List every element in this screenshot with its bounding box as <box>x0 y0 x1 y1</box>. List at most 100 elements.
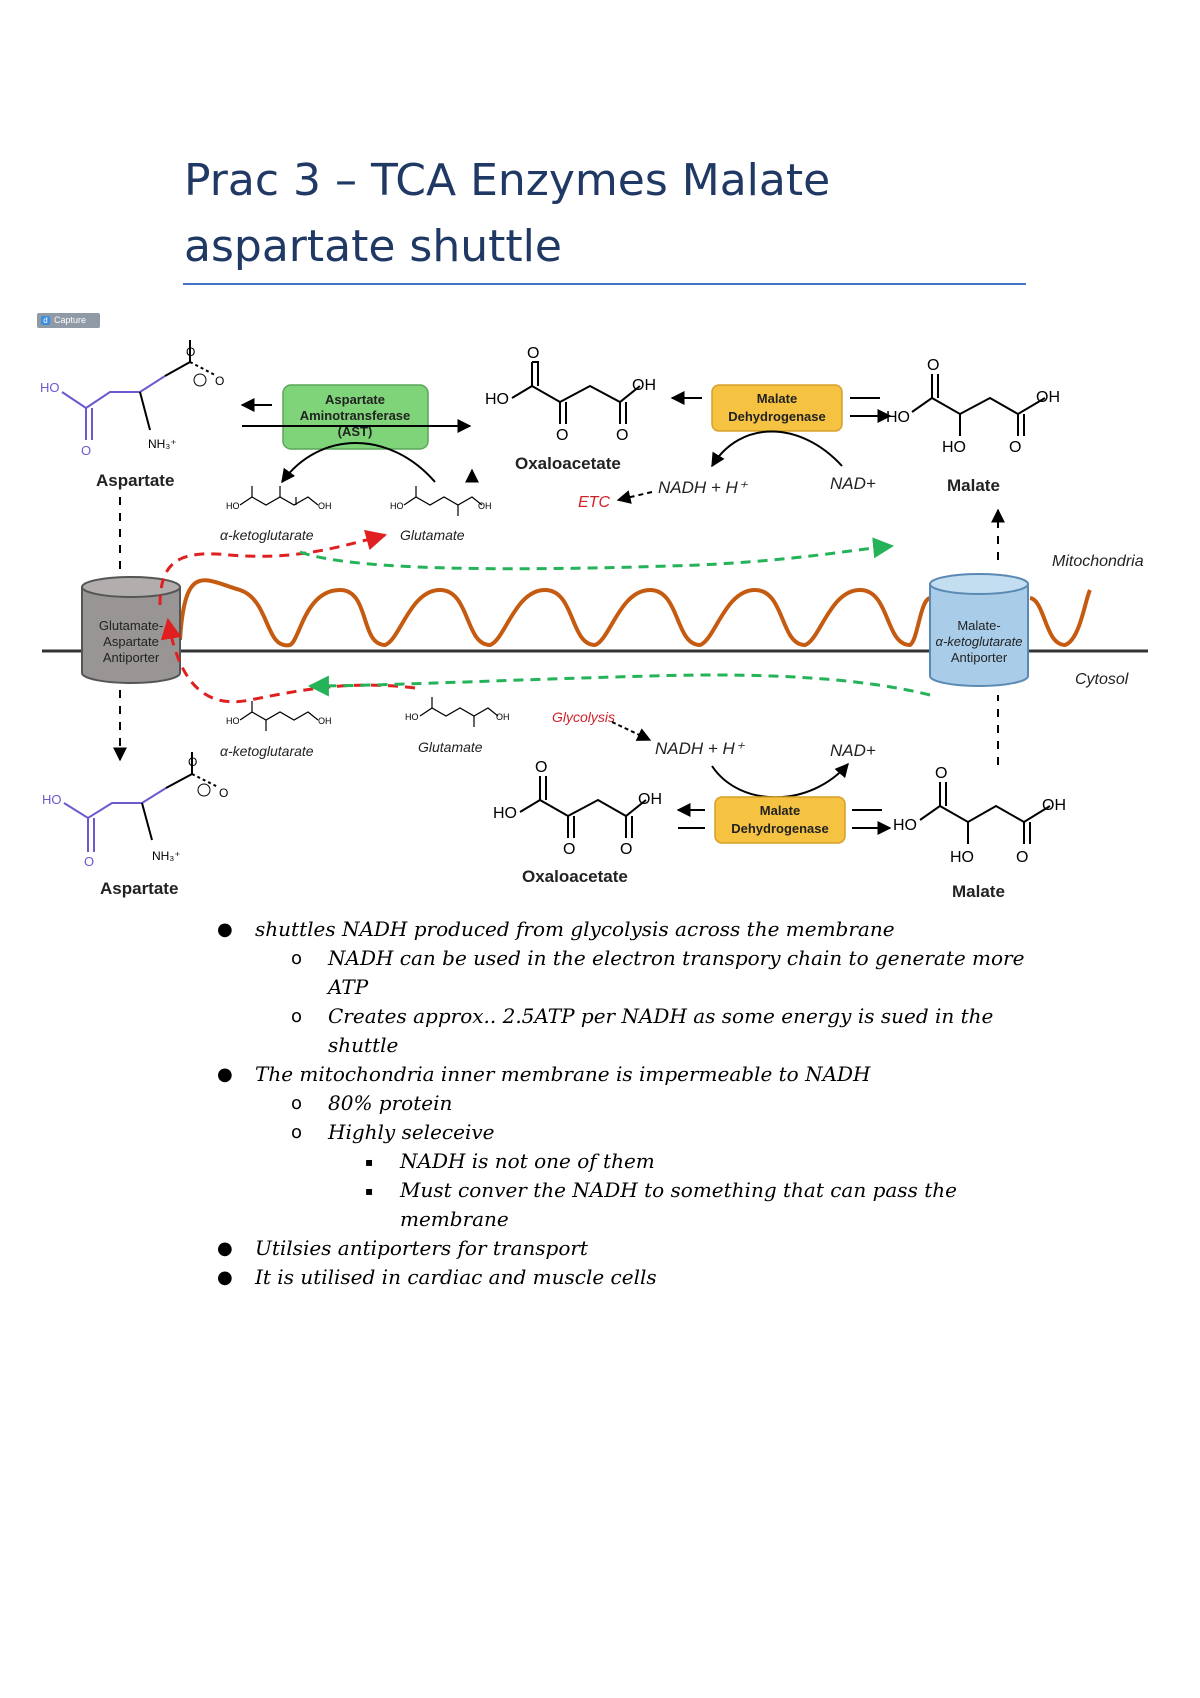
bullet-level-1: ● It is utilised in cardiac and muscle ce… <box>200 1263 1060 1292</box>
bullet-text: NADH is not one of them <box>400 1149 655 1173</box>
svg-text:HO: HO <box>950 849 974 866</box>
svg-text:O: O <box>84 854 94 869</box>
svg-text:O: O <box>535 759 547 776</box>
nad-bottom-label: NAD+ <box>830 741 876 760</box>
svg-text:HO: HO <box>893 817 917 834</box>
membrane-wave <box>178 578 1092 648</box>
bullet-marker-icon: ▪ <box>365 1155 374 1169</box>
svg-text:O: O <box>620 841 632 858</box>
bullet-marker-icon: ● <box>217 1267 233 1288</box>
bullet-marker-icon: ● <box>217 1238 233 1259</box>
aspartate-structure-bottom: HO O NH₃⁺ O O <box>42 752 228 869</box>
bullet-text: membrane <box>400 1207 509 1231</box>
svg-text:O: O <box>556 427 568 444</box>
bullet-marker-icon: ● <box>217 1064 233 1085</box>
malate-structure-bottom: HO O HO O OH <box>893 765 1066 866</box>
malate-akg-antiporter: Malate- α-ketoglutarate Antiporter <box>929 573 1029 687</box>
aspartate-bottom-label: Aspartate <box>100 879 178 898</box>
bullet-level-2: o Creates approx.. 2.5ATP per NADH as som… <box>200 1002 1060 1031</box>
ast-enzyme-box: Aspartate Aminotransferase (AST) <box>282 384 429 450</box>
akg-bottom-label: α-ketoglutarate <box>220 743 314 759</box>
bullet-text: The mitochondria inner membrane is imper… <box>255 1062 871 1086</box>
green-transport-arrow-bottom <box>307 673 931 697</box>
bullet-marker-icon: o <box>291 1122 303 1143</box>
capture-badge[interactable]: d Capture <box>37 313 100 328</box>
akg-top-label: α-ketoglutarate <box>220 527 314 543</box>
svg-text:Dehydrogenase: Dehydrogenase <box>728 409 826 424</box>
bullet-level-1: ● The mitochondria inner membrane is impe… <box>200 1060 1060 1089</box>
mitochondria-label: Mitochondria <box>1052 553 1144 570</box>
nadh-top-label: NADH + H⁺ <box>658 478 749 497</box>
svg-text:OH: OH <box>478 501 492 511</box>
bullet-text: Creates approx.. 2.5ATP per NADH as some… <box>328 1004 994 1028</box>
oxaloacetate-top-label: Oxaloacetate <box>515 454 621 473</box>
svg-text:OH: OH <box>632 377 656 394</box>
bullet-marker-icon: o <box>291 1006 303 1027</box>
malate-dehydrogenase-box-bottom: Malate Dehydrogenase <box>714 796 846 844</box>
svg-text:O: O <box>215 374 224 388</box>
glycolysis-label: Glycolysis <box>552 709 615 725</box>
ga-antiporter-line1: Glutamate- <box>99 618 163 633</box>
svg-text:O: O <box>527 345 539 362</box>
bullet-text: Utilsies antiporters for transport <box>255 1236 588 1260</box>
oxaloacetate-structure-top: HO O O O OH <box>485 345 656 444</box>
aspartate-structure-top: HO O NH₃⁺ O O <box>40 340 224 458</box>
svg-text:OH: OH <box>1042 797 1066 814</box>
bullet-text: ATP <box>328 975 369 999</box>
bullet-text: It is utilised in cardiac and muscle cel… <box>255 1265 657 1289</box>
svg-text:HO: HO <box>40 380 60 395</box>
svg-text:HO: HO <box>886 409 910 426</box>
bullet-level-1: ● Utilsies antiporters for transport <box>200 1234 1060 1263</box>
bullet-level-2: ATP <box>200 973 1060 1002</box>
bullet-level-3: membrane <box>200 1205 1060 1234</box>
svg-text:HO: HO <box>942 439 966 456</box>
glutamate-bottom-label: Glutamate <box>418 739 483 755</box>
glutamate-structure-top: HO OH <box>390 486 492 516</box>
svg-text:Aspartate: Aspartate <box>325 392 385 407</box>
svg-text:OH: OH <box>496 712 510 722</box>
glutamate-structure-bottom: HO OH <box>405 697 510 727</box>
akg-structure-top: HO OH <box>226 486 332 511</box>
oxaloacetate-structure-bottom: HO O O O OH <box>493 759 662 858</box>
svg-text:(AST): (AST) <box>338 424 373 439</box>
bullet-text: Must conver the NADH to something that c… <box>400 1178 957 1202</box>
malate-dehydrogenase-box-top: Malate Dehydrogenase <box>711 384 843 432</box>
page-title: Prac 3 – TCA Enzymes Malate aspartate sh… <box>184 155 831 272</box>
ma-antiporter-line1: Malate- <box>957 618 1000 633</box>
svg-text:HO: HO <box>485 391 509 408</box>
nad-top-label: NAD+ <box>830 474 876 493</box>
svg-text:HO: HO <box>42 792 62 807</box>
svg-text:HO: HO <box>405 712 419 722</box>
bullet-level-2: shuttle <box>200 1031 1060 1060</box>
bullet-marker-icon: o <box>291 1093 303 1114</box>
svg-text:O: O <box>1009 439 1021 456</box>
bullet-text: NADH can be used in the electron transpo… <box>328 946 1025 970</box>
aspartate-top-label: Aspartate <box>96 471 174 490</box>
svg-text:O: O <box>935 765 947 782</box>
etc-label: ETC <box>578 494 610 511</box>
bullet-marker-icon: ▪ <box>365 1184 374 1198</box>
svg-text:OH: OH <box>318 716 332 726</box>
green-transport-arrow-top <box>299 537 895 571</box>
bullet-text: shuttle <box>328 1033 399 1057</box>
glutamate-aspartate-antiporter: Glutamate- Aspartate Antiporter <box>81 576 181 684</box>
red-transport-arrow-bottom <box>160 617 416 704</box>
ma-antiporter-line2: α-ketoglutarate <box>936 634 1023 649</box>
svg-text:HO: HO <box>226 501 240 511</box>
malate-bottom-label: Malate <box>952 882 1005 901</box>
svg-text:NH₃⁺: NH₃⁺ <box>152 849 181 863</box>
glutamate-top-label: Glutamate <box>400 527 465 543</box>
capture-label: Capture <box>54 315 87 325</box>
ga-antiporter-line3: Antiporter <box>103 650 160 665</box>
capture-logo-icon: d <box>41 316 50 325</box>
svg-text:O: O <box>1016 849 1028 866</box>
svg-text:HO: HO <box>493 805 517 822</box>
svg-text:O: O <box>563 841 575 858</box>
bullet-level-3: ▪ Must conver the NADH to something that … <box>200 1176 1060 1205</box>
svg-text:O: O <box>219 786 228 800</box>
notes-bullet-list: ●shuttles NADH produced from glycolysis … <box>200 915 1060 1292</box>
svg-text:HO: HO <box>390 501 404 511</box>
svg-text:Malate: Malate <box>757 391 797 406</box>
